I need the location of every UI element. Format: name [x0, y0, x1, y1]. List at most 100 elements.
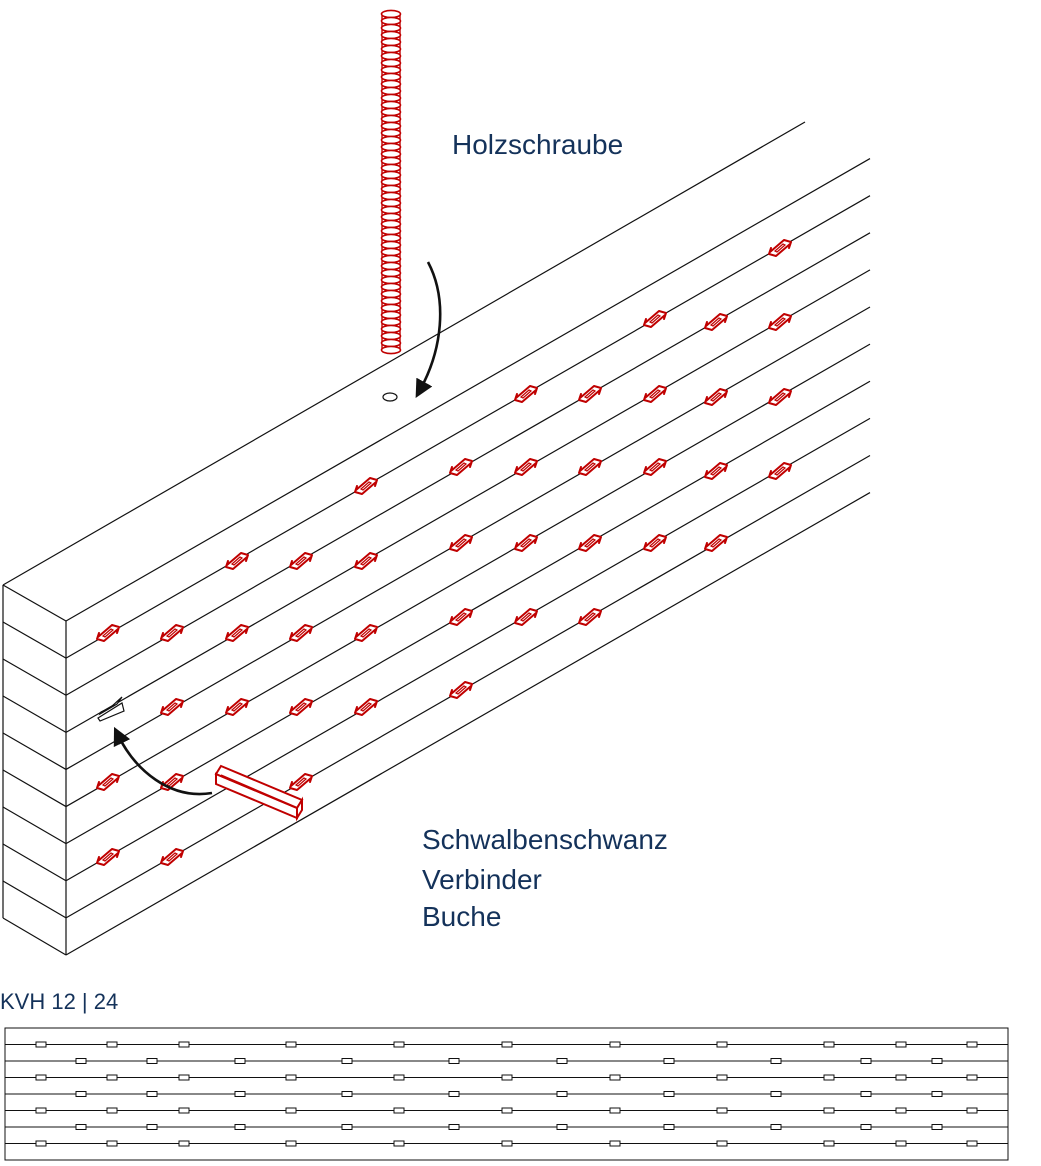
connector-arrow-icon — [113, 726, 213, 796]
connector-inner — [359, 556, 373, 566]
connector-outline — [289, 624, 313, 642]
section-connector-marker — [75, 1091, 87, 1097]
dovetail-connector — [449, 681, 473, 699]
dovetail-label-line-1: Schwalbenschwanz — [422, 824, 668, 855]
section-connector-marker — [931, 1124, 943, 1130]
section-connector-marker — [556, 1091, 568, 1097]
section-connector-marker — [35, 1140, 47, 1147]
screw-thread — [380, 282, 402, 292]
connector-outline — [449, 534, 473, 552]
screw-thread — [380, 142, 402, 152]
section-connector-marker — [448, 1091, 460, 1097]
end-face-lamella-line — [2, 621, 67, 659]
connector-inner — [101, 852, 115, 862]
end-face-lamella-line — [2, 880, 67, 919]
lamella-line — [65, 195, 871, 659]
connector-inner — [709, 392, 723, 402]
section-connector-marker — [178, 1140, 190, 1147]
connector-outline — [449, 458, 473, 476]
connector-inner — [519, 538, 533, 548]
section-connector-marker — [770, 1058, 782, 1064]
connector-inner — [648, 389, 662, 399]
connector-inner — [294, 777, 308, 787]
dovetail-connector — [160, 624, 184, 642]
screw-thread — [380, 65, 402, 75]
connector-inner — [583, 612, 597, 622]
screw-label: Holzschraube — [452, 129, 623, 160]
section-connector-marker — [609, 1041, 621, 1048]
connector-outline — [643, 310, 667, 328]
section-connector-marker — [556, 1058, 568, 1064]
section-label: KVH 12 | 24 — [0, 989, 118, 1014]
screw-thread — [380, 268, 402, 278]
section-connector-marker — [716, 1074, 728, 1081]
section-connector-marker — [35, 1107, 47, 1114]
dovetail-connector — [354, 698, 378, 716]
screw-thread — [380, 254, 402, 264]
connector-inner — [359, 702, 373, 712]
screw-thread — [380, 212, 402, 222]
screw-thread — [380, 86, 402, 96]
section-connector-marker — [501, 1074, 513, 1081]
screw-thread — [380, 324, 402, 334]
connector-inner — [454, 685, 468, 695]
section-connector-marker — [501, 1140, 513, 1147]
screw-hole — [382, 392, 398, 402]
screw-thread — [380, 261, 402, 271]
connector-outline — [160, 848, 184, 866]
screw-thread — [380, 128, 402, 138]
section-connector-marker — [106, 1041, 118, 1048]
connector-inner — [583, 538, 597, 548]
section-connector-marker — [770, 1091, 782, 1097]
section-connector-marker — [178, 1041, 190, 1048]
screw-thread — [380, 275, 402, 285]
dovetail-connector — [704, 462, 728, 480]
end-face-lamella-line — [2, 806, 67, 845]
section-view — [4, 1027, 1009, 1161]
beam-top-back-edge — [2, 121, 806, 586]
connector-outline — [704, 462, 728, 480]
connector-inner — [773, 466, 787, 476]
screw-thread — [380, 51, 402, 61]
section-connector-marker — [393, 1107, 405, 1114]
lamella-line — [65, 269, 871, 733]
section-connector-marker — [716, 1107, 728, 1114]
section-connector-marker — [663, 1091, 675, 1097]
lamella-line — [65, 343, 871, 808]
dovetail-connector — [225, 552, 249, 570]
connector-outline — [768, 313, 792, 331]
dovetail-connector — [354, 552, 378, 570]
screw-thread — [380, 9, 402, 19]
end-face-lamella-line — [2, 658, 67, 696]
connector-outline — [514, 385, 538, 403]
connector-inner — [648, 538, 662, 548]
section-connector-marker — [341, 1058, 353, 1064]
screw-thread — [380, 338, 402, 348]
dovetail-connector — [514, 385, 538, 403]
section-connector-marker — [823, 1041, 835, 1048]
dovetail-connector — [704, 313, 728, 331]
section-connector-marker — [823, 1140, 835, 1147]
connector-outline — [643, 534, 667, 552]
connector-outline — [160, 624, 184, 642]
connector-outline — [354, 624, 378, 642]
screw-thread — [380, 135, 402, 145]
dovetail-connector — [160, 848, 184, 866]
screw-thread — [380, 345, 402, 355]
beam-end-bottom-edge — [2, 917, 67, 956]
screw-arrow-icon — [415, 261, 442, 398]
connector-inner — [359, 628, 373, 638]
connector-outline — [514, 458, 538, 476]
dovetail-connector — [289, 773, 313, 791]
screw-thread — [380, 37, 402, 47]
connector-inner — [230, 556, 244, 566]
connector-outline — [514, 534, 538, 552]
screw-thread — [380, 44, 402, 54]
section-connector-marker — [860, 1124, 872, 1130]
dovetail-connector — [768, 388, 792, 406]
dovetail-label-line-2: Verbinder — [422, 864, 542, 895]
dovetail-connector — [768, 462, 792, 480]
connector-outline — [96, 848, 120, 866]
connector-inner — [454, 612, 468, 622]
